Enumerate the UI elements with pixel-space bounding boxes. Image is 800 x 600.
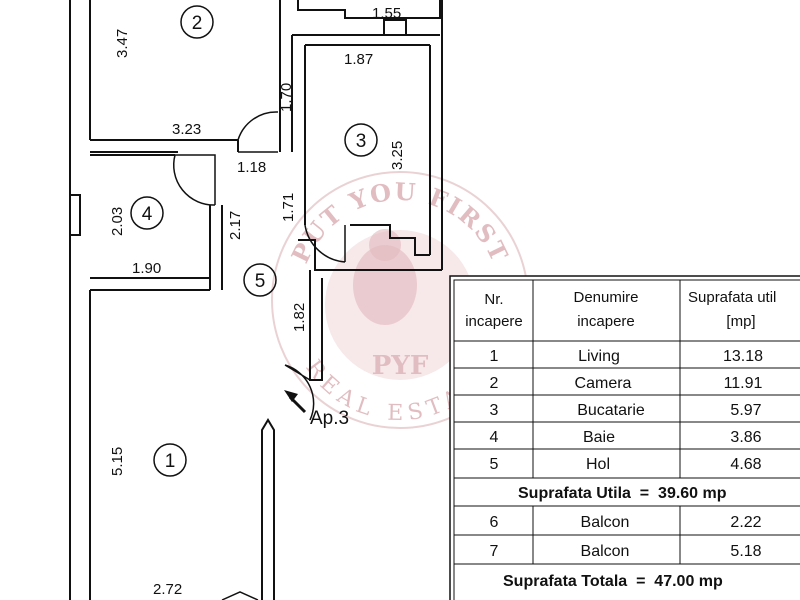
room-number-2: 2 xyxy=(192,13,203,34)
window-top xyxy=(383,19,407,36)
table-border-outer xyxy=(449,275,800,600)
header-nr-line1: Nr. xyxy=(484,291,503,308)
room-markers: 1 2 3 4 5 xyxy=(130,5,378,477)
watermark-disc xyxy=(325,230,475,380)
room-number-1: 1 xyxy=(165,451,176,472)
table-border-inner xyxy=(453,279,800,600)
table-row: 3 Bucatarie 5.97 xyxy=(490,402,762,419)
row-name: Bucatarie xyxy=(577,402,645,419)
room-marker-1 xyxy=(153,443,187,477)
row-area: 5.97 xyxy=(730,402,761,419)
dim-1-70: 1.70 xyxy=(278,83,295,112)
table-row: 7 Balcon 5.18 xyxy=(490,543,762,560)
door-kitchen xyxy=(304,224,346,263)
dim-1-87: 1.87 xyxy=(344,51,373,68)
dim-1-55: 1.55 xyxy=(372,5,401,22)
dim-3-23: 3.23 xyxy=(172,121,201,138)
dim-5-15: 5.15 xyxy=(109,447,126,476)
header-name-line2: incapere xyxy=(577,313,635,330)
row-area: 5.18 xyxy=(730,543,761,560)
wall-top-strip xyxy=(297,0,441,19)
table-row: 6 Balcon 2.22 xyxy=(490,514,762,531)
dim-1-71: 1.71 xyxy=(280,193,297,222)
wall-hall-lower xyxy=(298,239,442,381)
row-name: Camera xyxy=(575,375,632,392)
header-name-line1: Denumire xyxy=(573,289,638,306)
area-table: Nr. incapere Denumire incapere Suprafata… xyxy=(449,275,800,600)
door-entrance xyxy=(284,364,315,421)
room-marker-4 xyxy=(130,196,164,230)
dim-1-90: 1.90 xyxy=(132,260,161,277)
row-name: Living xyxy=(578,348,620,365)
wall-kitchen-bottom xyxy=(350,224,430,256)
header-area-line1: Suprafata util xyxy=(688,289,776,306)
room-marker-2 xyxy=(180,5,214,39)
row-nr: 2 xyxy=(490,375,499,392)
row-name: Baie xyxy=(583,429,615,446)
door-bath xyxy=(172,154,216,206)
subtotal-usable-area: Suprafata Utila = 39.60 mp xyxy=(518,485,727,502)
room-number-4: 4 xyxy=(142,204,153,225)
dim-3-47: 3.47 xyxy=(114,29,131,58)
row-nr: 4 xyxy=(490,429,499,446)
room-number-3: 3 xyxy=(356,131,367,152)
row-nr: 6 xyxy=(490,514,499,531)
room-marker-3 xyxy=(344,123,378,157)
header-area-line2: [mp] xyxy=(726,313,755,330)
dim-1-18: 1.18 xyxy=(237,159,266,176)
dim-1-82: 1.82 xyxy=(291,303,308,332)
row-nr: 5 xyxy=(490,456,499,473)
table-row: 5 Hol 4.68 xyxy=(490,456,762,473)
row-name: Balcon xyxy=(581,543,630,560)
row-area: 2.22 xyxy=(730,514,761,531)
watermark-logo-text: PYF xyxy=(372,351,429,381)
row-nr: 7 xyxy=(490,543,499,560)
row-area: 4.68 xyxy=(730,456,761,473)
entrance-arrow-icon xyxy=(284,390,307,414)
watermark-figure xyxy=(353,245,417,325)
wall-living-right xyxy=(261,418,275,600)
dim-2-72: 2.72 xyxy=(153,581,182,598)
walls xyxy=(69,0,443,600)
dim-2-03: 2.03 xyxy=(109,207,126,236)
header-nr-line2: incapere xyxy=(465,313,523,330)
row-nr: 3 xyxy=(490,402,499,419)
door-room2 xyxy=(237,111,279,153)
apartment-label: Ap.3 xyxy=(310,408,349,429)
wall-living-bottom xyxy=(221,591,259,600)
row-area: 11.91 xyxy=(724,375,763,392)
row-area: 13.18 xyxy=(723,348,763,365)
row-name: Hol xyxy=(586,456,610,473)
dim-2-17: 2.17 xyxy=(227,211,244,240)
table-row: 4 Baie 3.86 xyxy=(490,429,762,446)
table-row: 1 Living 13.18 xyxy=(490,348,764,365)
row-nr: 1 xyxy=(490,348,499,365)
window-left xyxy=(69,194,81,236)
dimensions: 1.55 3.47 1.87 1.70 3.23 1.18 3.25 2.03 … xyxy=(109,5,406,598)
row-area: 3.86 xyxy=(730,429,761,446)
row-name: Balcon xyxy=(581,514,630,531)
total-area: Suprafata Totala = 47.00 mp xyxy=(503,573,723,590)
table-row: 2 Camera 11.91 xyxy=(490,375,763,392)
dim-3-25: 3.25 xyxy=(389,141,406,170)
room-number-5: 5 xyxy=(255,271,266,292)
watermark-figure-head xyxy=(369,229,401,261)
room-marker-5 xyxy=(243,263,277,297)
